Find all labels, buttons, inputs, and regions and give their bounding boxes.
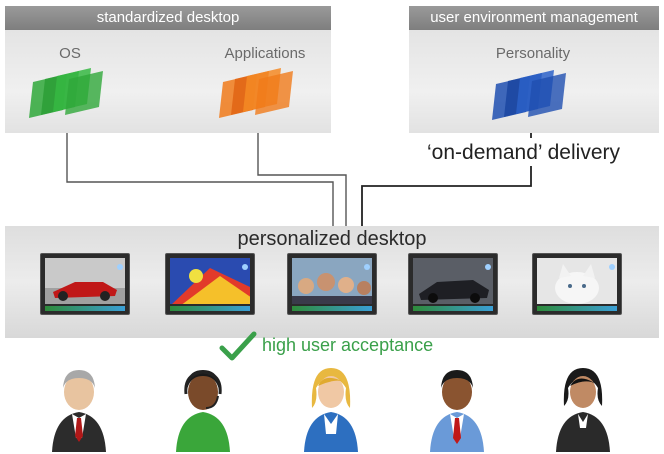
desktop-thumbnail	[408, 253, 498, 315]
os-layer-stack-icon	[29, 68, 103, 118]
standardized-desktop-title: standardized desktop	[5, 6, 331, 30]
dark-car-wallpaper	[413, 258, 493, 304]
desktop-thumbnail	[40, 253, 130, 315]
os-label: OS	[59, 45, 81, 62]
applications-label: Applications	[224, 45, 306, 62]
personality-label: Personality	[495, 45, 571, 62]
kitten-wallpaper	[537, 258, 617, 304]
on-demand-delivery-label: ‘on-demand’ delivery	[427, 141, 620, 164]
businessman-gray-hair-icon	[52, 370, 106, 452]
applications-layer-stack-icon	[219, 68, 293, 118]
desktop-thumbnail	[532, 253, 622, 315]
crowd-photo-wallpaper	[292, 258, 372, 304]
businesswoman-blonde-icon	[304, 368, 358, 452]
high-user-acceptance-label: high user acceptance	[262, 335, 434, 355]
support-agent-headset-icon	[176, 370, 230, 452]
desktop-thumbnail	[165, 253, 255, 315]
personalized-desktop-title: personalized desktop	[237, 228, 427, 250]
businesswoman-dark-hair-icon	[556, 368, 610, 452]
businessman-red-tie-icon	[430, 370, 484, 452]
desktop-thumbnail	[287, 253, 377, 315]
personality-layer-stack-icon	[492, 70, 566, 120]
uem-title: user environment management	[409, 6, 659, 30]
checkmark-icon	[219, 331, 257, 361]
colorful-sports-wallpaper	[170, 258, 250, 304]
race-car-wallpaper	[45, 258, 125, 304]
